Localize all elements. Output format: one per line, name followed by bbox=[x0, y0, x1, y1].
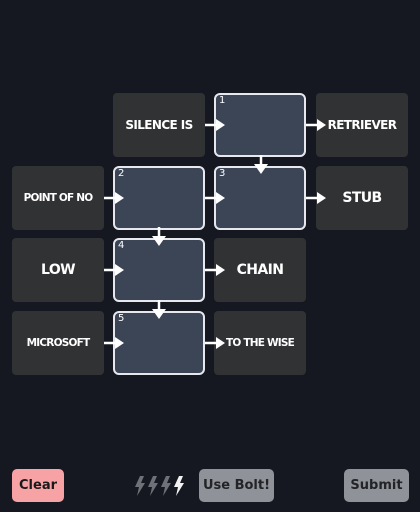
cell-number: 5 bbox=[118, 313, 125, 324]
submit-button[interactable]: Submit bbox=[344, 469, 409, 502]
clue-chain: CHAIN bbox=[214, 238, 306, 302]
answer-cell-5[interactable]: 5 bbox=[113, 311, 205, 375]
clue-stub: STUB bbox=[316, 166, 408, 230]
clue-text: SILENCE IS bbox=[125, 118, 193, 132]
arrow-right-icon bbox=[205, 264, 225, 276]
use-bolt-button[interactable]: Use Bolt! bbox=[199, 469, 274, 502]
answer-cell-1[interactable]: 1 bbox=[214, 93, 306, 157]
clue-silence-is: SILENCE IS bbox=[113, 93, 205, 157]
clue-text: POINT OF NO bbox=[23, 192, 94, 204]
arrow-right-icon bbox=[104, 264, 124, 276]
lightning-bolt-icon bbox=[135, 476, 145, 496]
puzzle-board: SILENCE IS 1 RETRIEVER POINT OF NO 2 3 S… bbox=[12, 93, 408, 375]
lightning-bolt-icon bbox=[161, 476, 171, 496]
clue-text: TO THE WISE bbox=[226, 337, 295, 349]
bolt-meter bbox=[135, 476, 184, 496]
lightning-bolt-icon bbox=[174, 476, 184, 496]
clue-microsoft: MICROSOFT bbox=[12, 311, 104, 375]
clue-low: LOW bbox=[12, 238, 104, 302]
arrow-right-icon bbox=[205, 192, 225, 204]
clue-to-the-wise: TO THE WISE bbox=[214, 311, 306, 375]
clue-point-of-no: POINT OF NO bbox=[12, 166, 104, 230]
answer-cell-2[interactable]: 2 bbox=[113, 166, 205, 230]
answer-cell-4[interactable]: 4 bbox=[113, 238, 205, 302]
clue-retriever: RETRIEVER bbox=[316, 93, 408, 157]
clear-button[interactable]: Clear bbox=[12, 469, 64, 502]
arrow-down-icon bbox=[152, 300, 166, 319]
clue-text: CHAIN bbox=[236, 262, 284, 278]
arrow-right-icon bbox=[306, 192, 326, 204]
lightning-bolt-icon bbox=[148, 476, 158, 496]
arrow-right-icon bbox=[205, 337, 225, 349]
cell-number: 3 bbox=[219, 168, 226, 179]
clue-text: LOW bbox=[41, 262, 76, 278]
cell-number: 1 bbox=[219, 95, 226, 106]
clue-text: RETRIEVER bbox=[327, 118, 397, 132]
arrow-down-icon bbox=[254, 155, 268, 174]
clue-text: STUB bbox=[342, 190, 382, 206]
arrow-right-icon bbox=[104, 192, 124, 204]
arrow-down-icon bbox=[152, 227, 166, 246]
arrow-right-icon bbox=[306, 119, 326, 131]
arrow-right-icon bbox=[205, 119, 225, 131]
cell-number: 4 bbox=[118, 240, 125, 251]
arrow-right-icon bbox=[104, 337, 124, 349]
clue-text: MICROSOFT bbox=[26, 337, 90, 349]
cell-number: 2 bbox=[118, 168, 125, 179]
answer-cell-3[interactable]: 3 bbox=[214, 166, 306, 230]
